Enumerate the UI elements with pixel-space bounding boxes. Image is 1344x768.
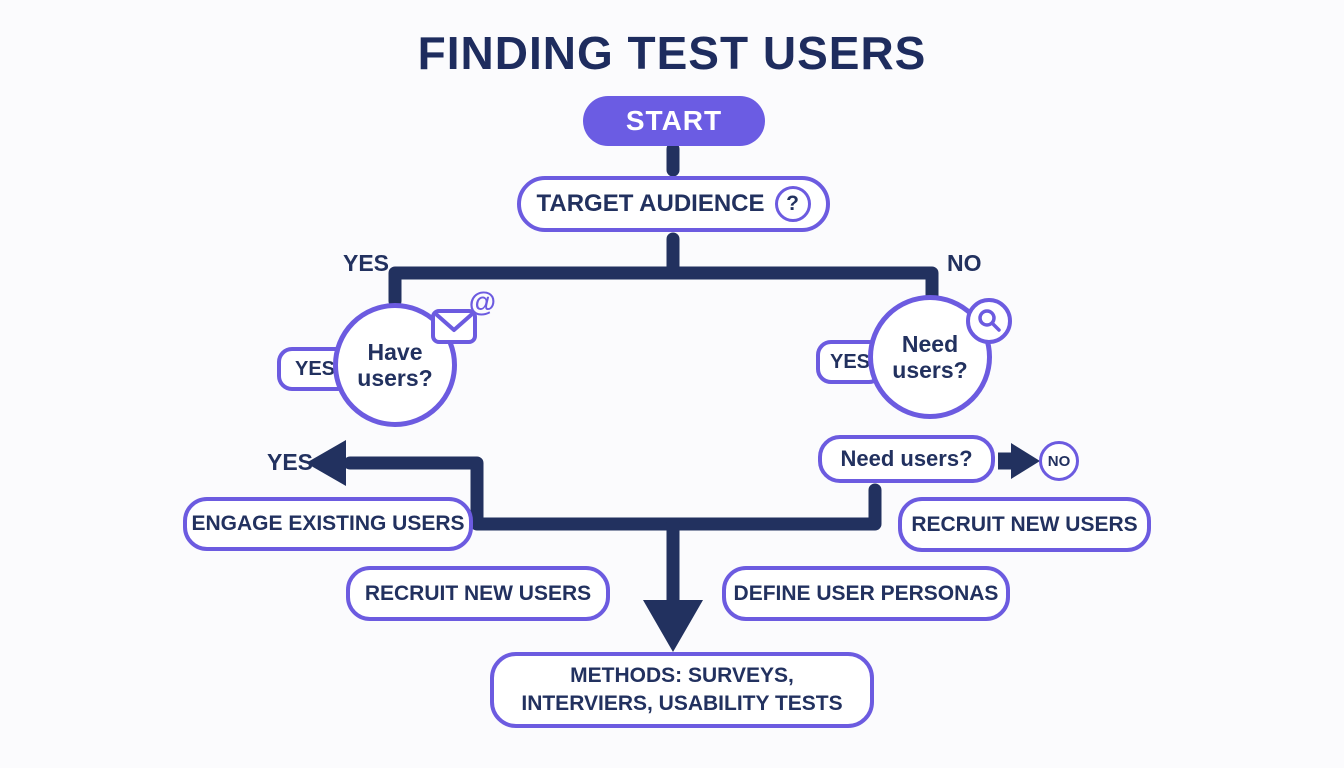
need-users-box: Need users? xyxy=(818,435,995,483)
start-node: START xyxy=(583,96,765,146)
need-users-label: Need users? xyxy=(892,330,968,383)
search-icon xyxy=(966,298,1012,344)
target-audience-label: TARGET AUDIENCE xyxy=(536,190,765,217)
have-users-label: Have users? xyxy=(357,338,433,391)
question-icon: ? xyxy=(774,186,811,222)
recruit-new-users-left-node: RECRUIT NEW USERS xyxy=(346,566,610,621)
define-user-personas-node: DEFINE USER PERSONAS xyxy=(722,566,1010,621)
yes-arrow-label: YES xyxy=(267,449,314,475)
no-bubble: NO xyxy=(1039,441,1079,481)
branch-no-label: NO xyxy=(947,250,982,276)
target-audience-node: TARGET AUDIENCE ? xyxy=(517,176,830,232)
page-title: FINDING TEST USERS xyxy=(417,27,927,79)
engage-existing-users-node: ENGAGE EXISTING USERS xyxy=(183,497,473,551)
methods-node: METHODS: SURVEYS, INTERVIERS, USABILITY … xyxy=(490,652,874,728)
email-at-icon: @ xyxy=(430,286,496,350)
branch-yes-label: YES xyxy=(343,250,390,276)
at-glyph: @ xyxy=(468,286,496,317)
recruit-new-users-right-node: RECRUIT NEW USERS xyxy=(898,497,1151,552)
